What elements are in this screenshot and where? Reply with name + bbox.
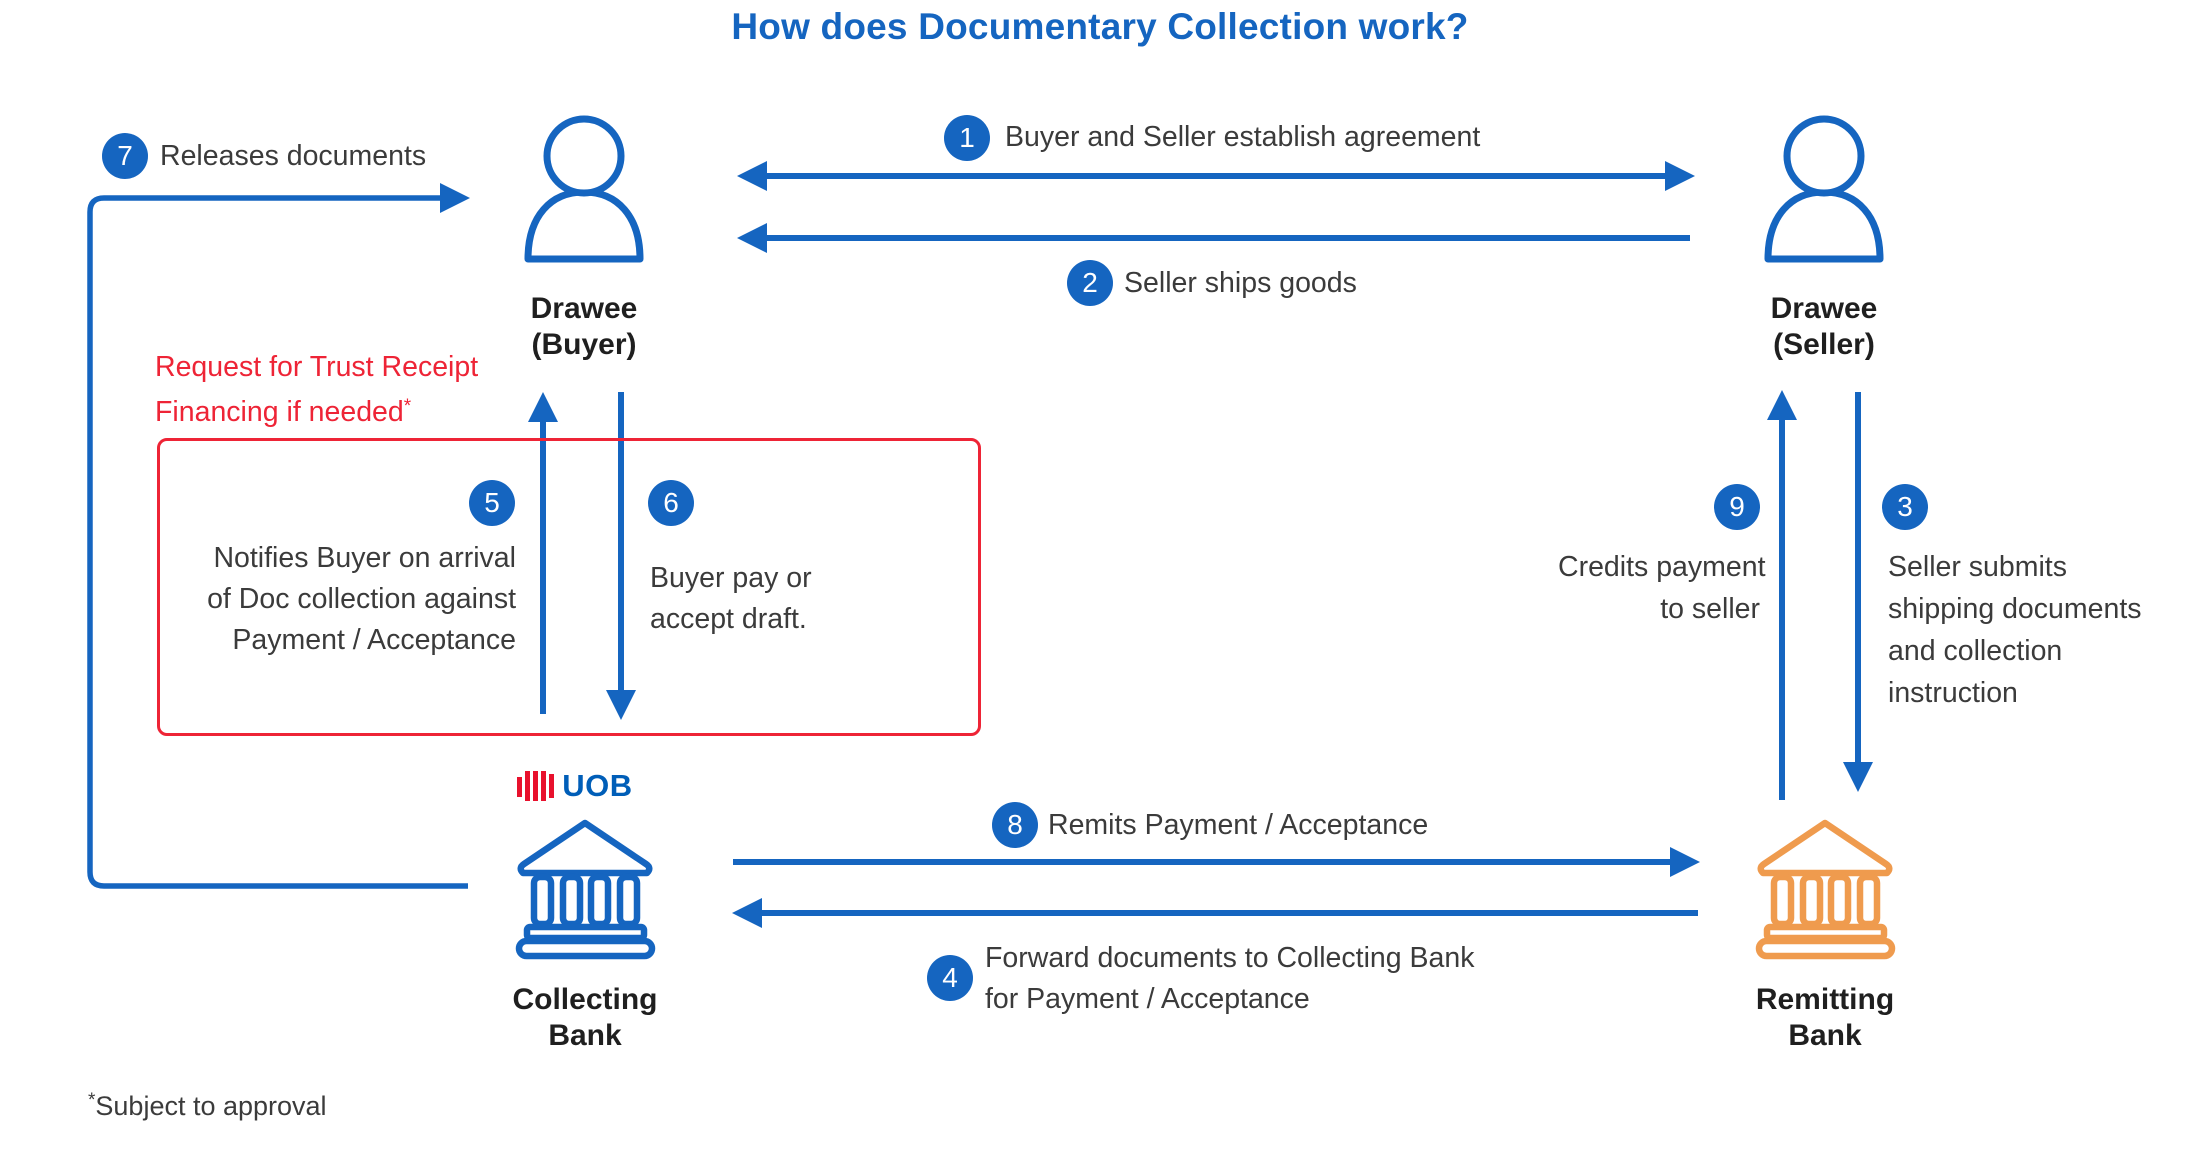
step-circle-8: 8: [992, 802, 1038, 848]
arrowhead-left-icon: [737, 161, 767, 191]
footnote: *Subject to approval: [88, 1090, 327, 1121]
page-title: How does Documentary Collection work?: [731, 6, 1469, 47]
uob-logo-bars-icon: [517, 771, 555, 801]
label-drawee-seller: Drawee (Seller): [1770, 292, 1878, 361]
label-remitting-bank: Remitting Bank: [1755, 983, 1895, 1052]
step-circle-7: 7: [102, 133, 148, 179]
step-circle-1: 1: [944, 115, 990, 161]
bank-collecting-icon: [510, 815, 660, 970]
step-text-3: Seller submits shipping documents and co…: [1888, 551, 2142, 709]
trust-receipt-box: [157, 438, 981, 736]
arrowhead-down-icon: [606, 690, 636, 720]
arrowhead-right-icon: [1665, 161, 1695, 191]
arrowhead-left-icon: [732, 898, 762, 928]
step-text-6: Buyer pay or accept draft.: [650, 562, 812, 635]
step-text-4: Forward documents to Collecting Bank for…: [985, 942, 1475, 1015]
trust-receipt-line2: Financing if needed*: [155, 396, 412, 428]
arrowhead-up-icon: [528, 392, 558, 422]
step-text-2: Seller ships goods: [1124, 267, 1357, 299]
bank-remitting-icon: [1750, 815, 1900, 970]
step-circle-6: 6: [648, 480, 694, 526]
step-text-7: Releases documents: [160, 140, 427, 172]
asterisk: *: [403, 396, 412, 417]
step-circle-5: 5: [469, 480, 515, 526]
uob-logo-text: UOB: [562, 768, 633, 803]
arrowhead-right-icon: [440, 183, 470, 213]
step-circle-9: 9: [1714, 484, 1760, 530]
step-text-1: Buyer and Seller establish agreement: [1005, 121, 1481, 153]
step-circle-3: 3: [1882, 484, 1928, 530]
arrowhead-up-icon: [1767, 390, 1797, 420]
person-buyer-icon: [514, 112, 654, 269]
asterisk: *: [88, 1090, 96, 1111]
arrowhead-left-icon: [737, 223, 767, 253]
label-collecting-bank: Collecting Bank: [512, 983, 658, 1052]
label-drawee-buyer: Drawee (Buyer): [530, 292, 638, 361]
step-text-5: Notifies Buyer on arrival of Doc collect…: [207, 542, 516, 656]
step-text-9: Credits payment to seller: [1558, 551, 1766, 625]
trust-receipt-note: Request for Trust Receipt Financing if n…: [155, 347, 478, 432]
arrowhead-right-icon: [1670, 847, 1700, 877]
arrowhead-down-icon: [1843, 762, 1873, 792]
step-circle-2: 2: [1067, 260, 1113, 306]
step-text-8: Remits Payment / Acceptance: [1048, 809, 1429, 841]
trust-receipt-line1: Request for Trust Receipt: [155, 351, 479, 383]
step-circle-4: 4: [927, 955, 973, 1001]
arrow-step-7: [87, 195, 468, 889]
uob-logo: UOB: [480, 768, 670, 804]
person-seller-icon: [1754, 112, 1894, 269]
